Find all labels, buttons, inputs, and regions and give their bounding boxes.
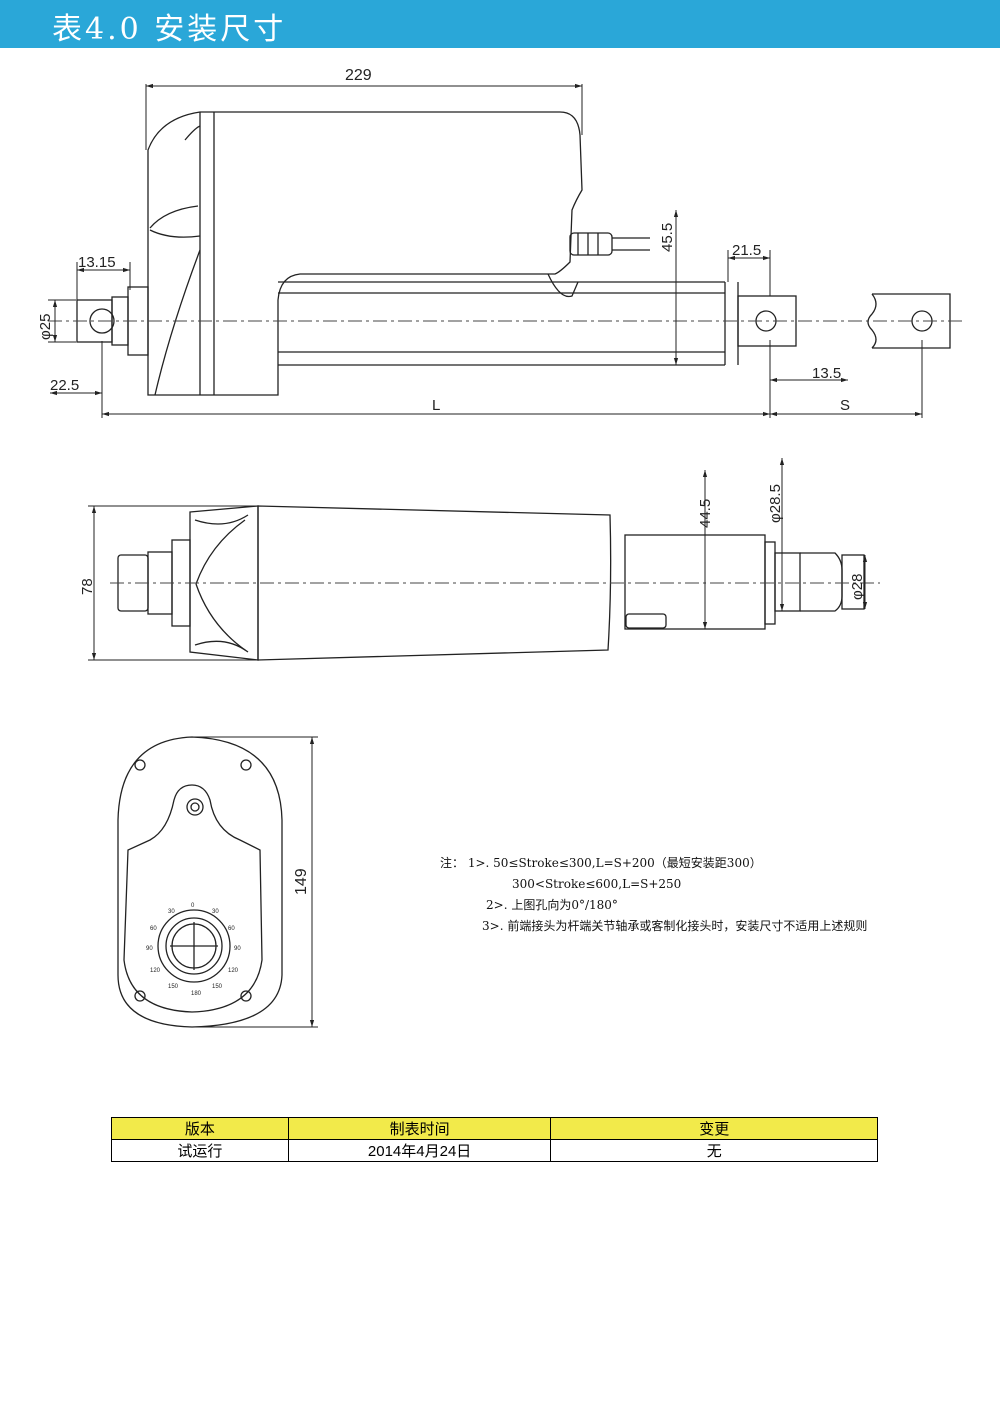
dim-149: 149	[293, 868, 310, 895]
svg-text:60: 60	[150, 926, 157, 932]
header-change: 变更	[550, 1117, 878, 1140]
revision-header-row: 版本 制表时间 变更	[111, 1117, 878, 1140]
dim-S: S	[840, 397, 850, 414]
svg-text:0: 0	[191, 903, 195, 909]
note-1b: 300<Stroke≤600,L=S+250	[512, 877, 682, 891]
end-dimensions	[192, 736, 318, 1028]
svg-text:30: 30	[168, 909, 175, 915]
svg-text:150: 150	[168, 984, 179, 990]
header-version: 版本	[111, 1117, 289, 1140]
top-dimensions	[88, 458, 868, 661]
table-row: 试运行 2014年4月24日 无	[111, 1139, 878, 1162]
cell-version: 试运行	[111, 1139, 289, 1162]
svg-text:30: 30	[212, 909, 219, 915]
end-dial-labels: 0 30 60 90 120 150 180 150 120 90 60 30	[146, 903, 241, 997]
note-2: 2>. 上图孔向为0°/180°	[486, 898, 618, 912]
header-date: 制表时间	[287, 1117, 552, 1140]
note-3: 3>. 前端接头为杆端关节轴承或客制化接头时，安装尺寸不适用上述规则	[482, 919, 868, 933]
dim-13-15: 13.15	[78, 254, 116, 271]
dim-44-5: 44.5	[697, 499, 714, 528]
dim-28-5: φ28.5	[767, 484, 784, 523]
page-title: 表4.0 安装尺寸	[52, 12, 287, 47]
side-dimensions	[48, 83, 923, 418]
dim-13-5: 13.5	[812, 365, 841, 382]
dim-L: L	[432, 397, 440, 414]
header-bar: 表4.0 安装尺寸	[0, 0, 1000, 48]
svg-text:120: 120	[150, 968, 161, 974]
dim-28: φ28	[849, 574, 866, 600]
side-view	[76, 111, 951, 396]
dim-21-5: 21.5	[732, 242, 761, 259]
dim-229: 229	[345, 67, 372, 84]
svg-text:180: 180	[191, 991, 202, 997]
dim-45-5: 45.5	[659, 223, 676, 252]
svg-text:60: 60	[228, 926, 235, 932]
svg-text:90: 90	[146, 946, 153, 952]
svg-text:120: 120	[228, 968, 239, 974]
revision-table: 版本 制表时间 变更 试运行 2014年4月24日 无	[111, 1117, 878, 1162]
dim-22-5: 22.5	[50, 377, 79, 394]
cell-date: 2014年4月24日	[287, 1139, 552, 1162]
cell-change: 无	[550, 1139, 878, 1162]
dim-78: 78	[79, 578, 96, 595]
note-1: 注： 1>. 50≤Stroke≤300,L=S+200（最短安装距300）	[440, 856, 762, 870]
end-view	[117, 736, 283, 1028]
svg-text:150: 150	[212, 984, 223, 990]
installation-notes: 注： 1>. 50≤Stroke≤300,L=S+200（最短安装距300） 3…	[440, 853, 867, 937]
svg-text:90: 90	[234, 946, 241, 952]
dim-eye-dia: φ25	[37, 314, 54, 340]
